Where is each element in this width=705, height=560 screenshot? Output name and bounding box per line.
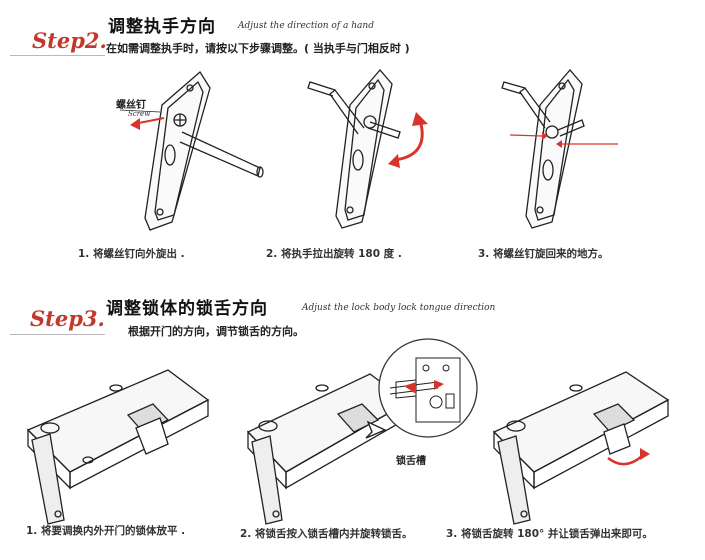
step3-caption-2: 2. 将锁舌按入锁舌槽内并旋转锁舌。 xyxy=(240,528,413,540)
step2-figure-3 xyxy=(501,69,618,229)
rotate-arrow xyxy=(607,453,645,466)
tongue-slot-label: 锁舌槽 xyxy=(396,456,426,467)
step3-caption-3: 3. 将锁舌旋转 180° 并让锁舌弹出来即可。 xyxy=(446,528,653,540)
step3-description: 根据开门的方向，调节锁舌的方向。 xyxy=(128,325,304,338)
screw-label: 螺丝钉 xyxy=(116,100,146,111)
step3-underline xyxy=(10,334,105,335)
screw-out-arrow xyxy=(130,117,165,130)
step3-caption-1: 1. 将要调换内外开门的锁体放平 . xyxy=(26,525,186,537)
step2-description: 在如需调整执手时，请按以下步骤调整。( 当执手与门相反时 ) xyxy=(106,42,410,55)
zoom-inset xyxy=(378,338,478,438)
step3-subtitle: Adjust the lock body lock tongue directi… xyxy=(302,303,496,313)
step3-label: Step3. xyxy=(30,306,105,331)
step2-underline xyxy=(10,55,105,56)
step3-figure-3 xyxy=(492,371,670,525)
step2-figure-2 xyxy=(307,69,428,229)
step2-caption-2: 2. 将执手拉出旋转 180 度 . xyxy=(266,248,402,260)
step3-title: 调整锁体的锁舌方向 xyxy=(106,299,268,319)
step3-figure-2 xyxy=(246,373,410,525)
step2-title: 调整执手方向 xyxy=(108,17,216,37)
step2-caption-1: 1. 将螺丝钉向外旋出 . xyxy=(78,248,185,260)
step2-figure-1 xyxy=(119,71,264,231)
screw-label-en: Screw xyxy=(128,110,151,118)
step3-figure-1 xyxy=(26,369,210,525)
step2-label: Step2. xyxy=(32,28,107,53)
step2-subtitle: Adjust the direction of a hand xyxy=(238,21,374,31)
tongue-push-arrow xyxy=(365,420,387,439)
step2-caption-3: 3. 将螺丝钉旋回来的地方。 xyxy=(478,248,609,260)
